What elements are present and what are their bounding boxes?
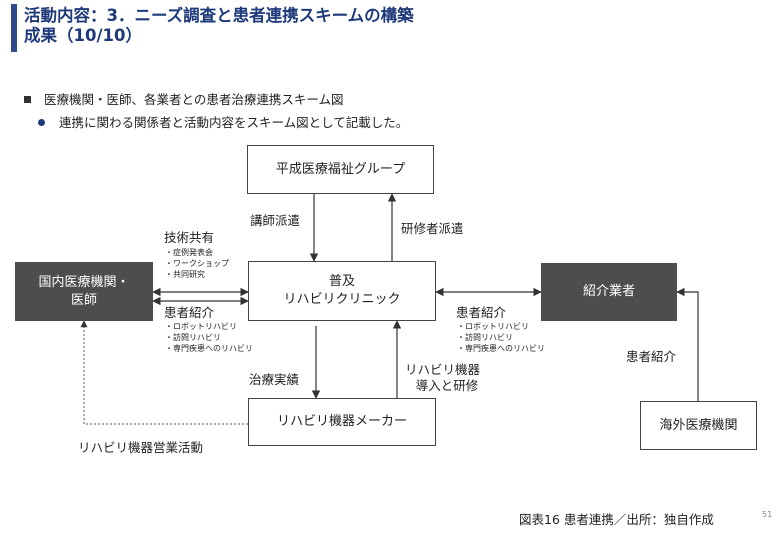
node-fukyu-clinic-line1: 普及 xyxy=(328,274,355,289)
label-eigyo-katsudo: リハビリ機器営業活動 xyxy=(78,440,204,455)
label-chiryo-jisseki: 治療実績 xyxy=(249,372,300,387)
label-kanja-shokai-kaigai: 患者紹介 xyxy=(626,349,677,364)
node-heisei-group: 平成医療福祉グループ xyxy=(247,145,434,194)
bullet-main: 医療機関・医師、各業者との患者治療連携スキーム図 xyxy=(24,89,344,108)
label-gijutsu-kyoyu: 技術共有 xyxy=(164,230,215,245)
node-kaigai-iryo: 海外医療機関 xyxy=(640,401,757,450)
list-gijutsu-items: ・症例発表会 ・ワークショップ ・共同研究 xyxy=(165,247,229,280)
node-kokunai-iryo-line1: 国内医療機関・ xyxy=(38,274,130,290)
node-heisei-group-label: 平成医療福祉グループ xyxy=(275,161,406,177)
dot-bullet-icon xyxy=(38,119,45,126)
node-rehab-maker: リハビリ機器メーカー xyxy=(248,398,436,446)
bullet-sub: 連携に関わる関係者と活動内容をスキーム図として記載した。 xyxy=(38,112,408,131)
list-item: ・ワークショップ xyxy=(165,259,229,268)
label-kanja-shokai-left: 患者紹介 xyxy=(164,305,215,320)
arrow-kaigai-to-shokai xyxy=(676,287,699,401)
list-right-items: ・ロボットリハビリ ・訪問リハビリ ・専門疾患へのリハビリ xyxy=(457,321,545,354)
node-shokai-gyosha-label: 紹介業者 xyxy=(582,284,635,299)
node-fukyu-clinic-line2: リハビリクリニック xyxy=(283,292,401,307)
list-item: ・訪問リハビリ xyxy=(457,333,513,342)
node-fukyu-clinic: 普及 リハビリクリニック xyxy=(248,261,436,321)
figure-caption: 図表16 患者連携／出所：独自作成 xyxy=(519,512,714,527)
label-kiki-donyu-line1: リハビリ機器 xyxy=(405,362,481,377)
bullet-sub-text: 連携に関わる関係者と活動内容をスキーム図として記載した。 xyxy=(59,115,409,130)
list-item: ・専門疾患へのリハビリ xyxy=(457,344,545,353)
list-item: ・共同研究 xyxy=(165,270,205,279)
label-kanja-shokai-right: 患者紹介 xyxy=(456,305,507,320)
label-kiki-donyu: リハビリ機器 導入と研修 xyxy=(405,362,480,394)
node-kokunai-iryo: 国内医療機関・ 医師 xyxy=(15,262,153,321)
node-kaigai-iryo-label: 海外医療機関 xyxy=(659,417,738,433)
arrow-maker-to-kokunai xyxy=(80,320,248,425)
list-left-items: ・ロボットリハビリ ・訪問リハビリ ・専門疾患へのリハビリ xyxy=(165,321,253,354)
page-number: 51 xyxy=(762,510,773,519)
list-item: ・ロボットリハビリ xyxy=(457,322,529,331)
bullet-main-text: 医療機関・医師、各業者との患者治療連携スキーム図 xyxy=(44,92,344,107)
list-item: ・ロボットリハビリ xyxy=(165,322,237,331)
list-item: ・訪問リハビリ xyxy=(165,333,221,342)
label-kenshusha-haken: 研修者派遣 xyxy=(401,221,464,236)
page-title-line2: 成果（10/10） xyxy=(24,26,142,45)
list-item: ・専門疾患へのリハビリ xyxy=(165,344,253,353)
page-title-line1: 活動内容：3．ニーズ調査と患者連携スキームの構築 xyxy=(24,6,414,25)
page-title: 活動内容：3．ニーズ調査と患者連携スキームの構築 成果（10/10） xyxy=(24,6,414,46)
title-accent-bar xyxy=(11,4,17,52)
square-bullet-icon xyxy=(24,96,31,103)
list-item: ・症例発表会 xyxy=(165,248,213,257)
node-rehab-maker-label: リハビリ機器メーカー xyxy=(276,414,407,429)
label-kiki-donyu-line2: 導入と研修 xyxy=(415,378,479,393)
node-shokai-gyosha: 紹介業者 xyxy=(541,263,677,321)
node-kokunai-iryo-line2: 医師 xyxy=(70,292,97,308)
label-koushi-haken: 講師派遣 xyxy=(250,213,301,228)
